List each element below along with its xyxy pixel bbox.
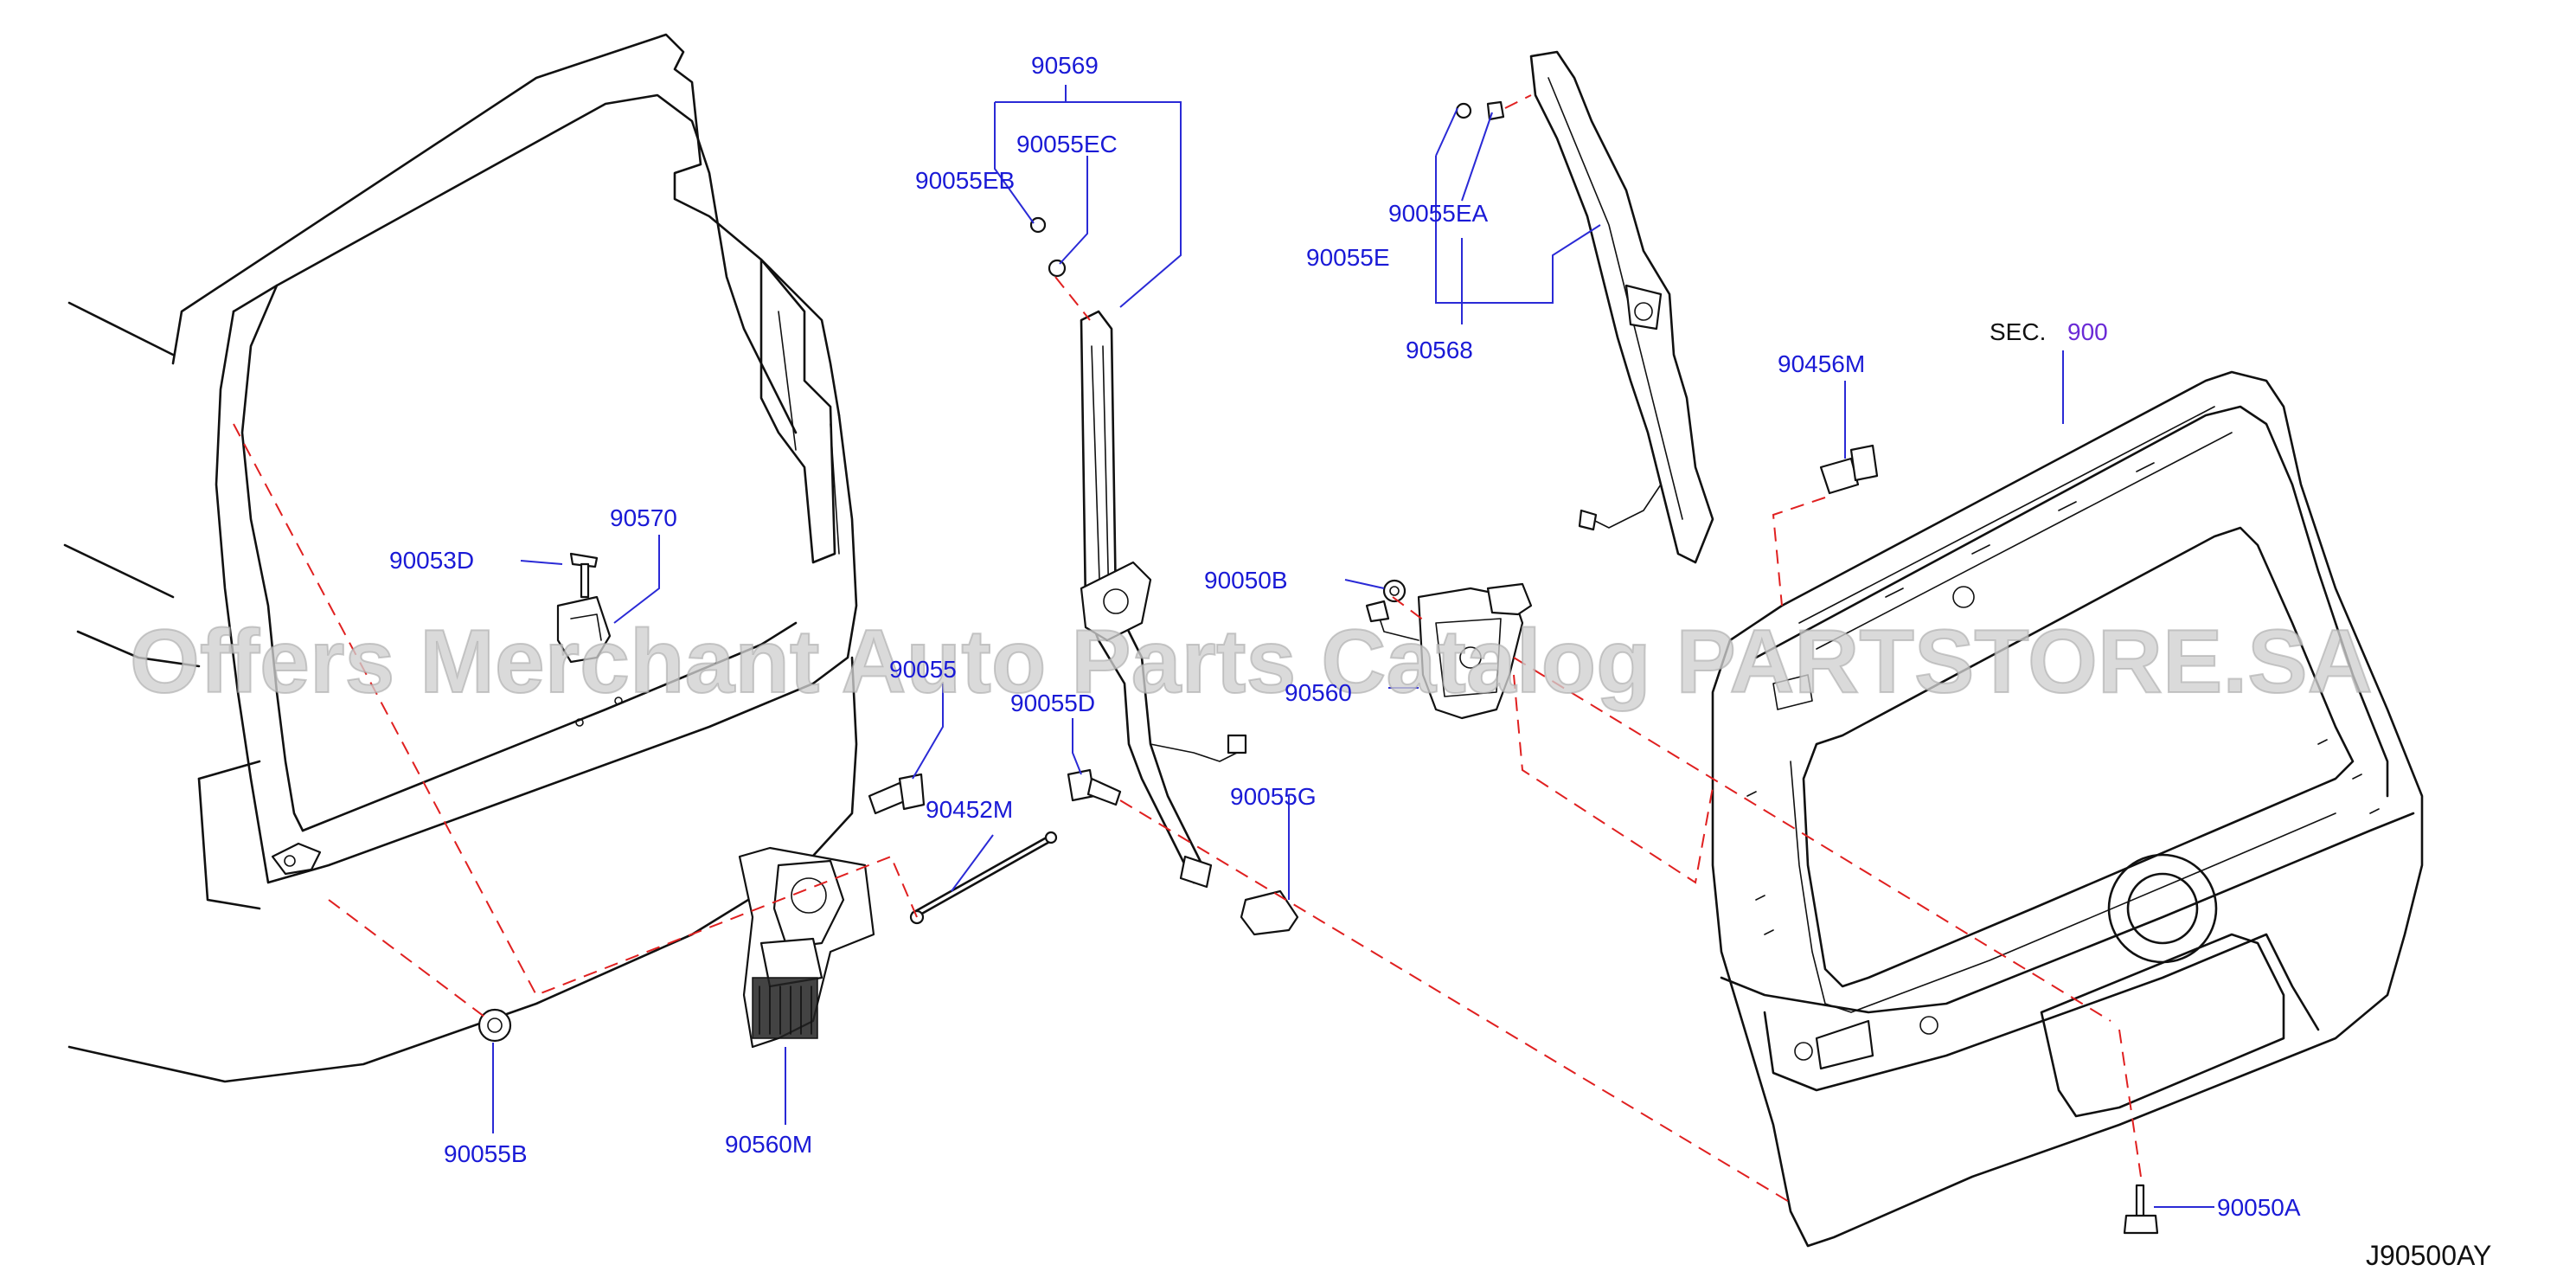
lamp-harness-drawing bbox=[1455, 50, 1714, 564]
rubber-bumper-drawing bbox=[1240, 889, 1299, 936]
watermark-text: Offers Merchant Auto Parts Catalog PARTS… bbox=[130, 612, 2373, 712]
label-90560-partial[interactable]: 90560 bbox=[1285, 679, 1352, 706]
bolt-90456m-drawing bbox=[1819, 444, 1879, 495]
assembly-lines bbox=[233, 94, 2142, 1204]
label-9005x-partial[interactable]: 90055 bbox=[889, 656, 957, 683]
label-90452m[interactable]: 90452M bbox=[926, 796, 1013, 823]
diagram-id: J90500AY bbox=[2366, 1240, 2491, 1271]
label-90055e[interactable]: 90055E bbox=[1306, 244, 1390, 271]
nut-90055b-drawing bbox=[477, 1008, 512, 1043]
label-90569[interactable]: 90569 bbox=[1031, 52, 1099, 79]
back-door-drawing bbox=[1711, 370, 2424, 1248]
section-prefix: SEC. bbox=[1990, 318, 2046, 345]
label-90560m[interactable]: 90560M bbox=[725, 1131, 812, 1158]
wire-harness-drawing bbox=[1029, 216, 1247, 889]
label-90055g[interactable]: 90055G bbox=[1230, 783, 1317, 810]
label-90456m[interactable]: 90456M bbox=[1778, 350, 1865, 377]
vehicle-body-drawing bbox=[63, 33, 858, 1083]
label-90050a[interactable]: 90050A bbox=[2217, 1194, 2301, 1221]
label-90050b[interactable]: 90050B bbox=[1204, 567, 1288, 594]
latch-drawing bbox=[1365, 579, 1533, 720]
label-90570[interactable]: 90570 bbox=[610, 504, 677, 531]
label-90053d[interactable]: 90053D bbox=[389, 547, 474, 574]
label-90055ec[interactable]: 90055EC bbox=[1016, 131, 1118, 157]
label-90055ea[interactable]: 90055EA bbox=[1388, 200, 1489, 227]
label-90568[interactable]: 90568 bbox=[1406, 337, 1473, 363]
label-90055b[interactable]: 90055B bbox=[444, 1140, 528, 1167]
section-number[interactable]: 900 bbox=[2067, 318, 2108, 345]
label-90055d[interactable]: 90055D bbox=[1010, 690, 1095, 716]
part-labels: 90569 90055EC 90055EB 90055EA 90055E 905… bbox=[389, 52, 2301, 1221]
bolt-90050a-drawing bbox=[2123, 1184, 2159, 1235]
leader-lines bbox=[492, 85, 2214, 1208]
label-90055eb[interactable]: 90055EB bbox=[915, 167, 1015, 194]
